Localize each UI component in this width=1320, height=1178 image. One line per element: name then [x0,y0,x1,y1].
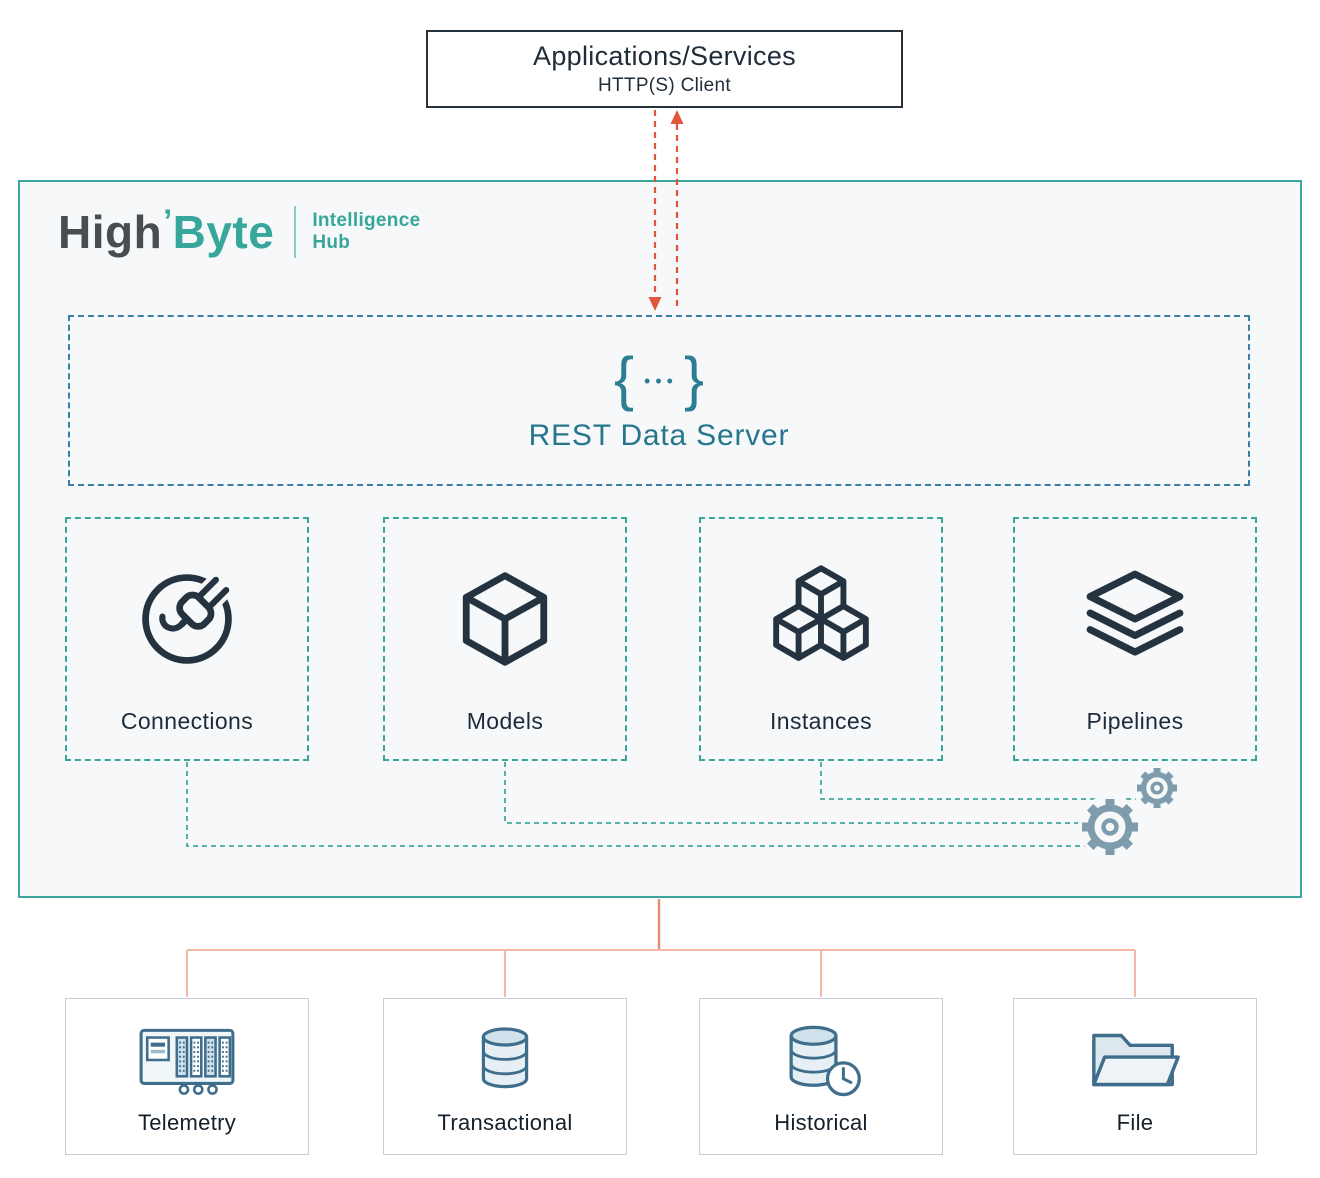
module-box-pipelines: Pipelines [1013,517,1257,761]
source-tree-lines [186,899,1136,997]
cube-icon [448,519,562,708]
client-box-subtitle: HTTP(S) Client [598,75,731,96]
logo-product-line2: Hub [312,232,351,253]
source-label-telemetry: Telemetry [137,1110,237,1135]
logo-product-name: Intelligence Hub [312,210,420,255]
module-box-connections: Connections [65,517,309,761]
brace-right: } [683,344,704,412]
rest-data-server-box: { ••• } REST Data Server [68,315,1250,486]
cubes-icon [762,519,880,708]
source-label-file: File [1116,1110,1154,1135]
highbyte-wordmark: High’Byte [58,205,275,258]
rest-server-label: REST Data Server [528,418,790,452]
database-icon [465,999,545,1110]
plug-icon [131,519,243,708]
logo-byte: Byte [172,206,275,258]
logo-divider [294,206,297,258]
source-box-file: File [1013,998,1257,1155]
database-clock-icon [774,999,868,1110]
client-applications-box: Applications/Services HTTP(S) Client [426,30,903,108]
source-label-historical: Historical [774,1110,868,1135]
module-label-connections: Connections [120,708,254,734]
logo-product-line1: Intelligence [312,209,421,231]
module-box-instances: Instances [699,517,943,761]
module-label-pipelines: Pipelines [1086,708,1184,734]
source-box-telemetry: Telemetry [65,998,309,1155]
source-box-transactional: Transactional [383,998,627,1155]
brace-dots: ••• [644,371,678,391]
layers-icon [1076,519,1194,708]
logo-high: High [58,206,163,258]
module-label-instances: Instances [769,708,873,734]
folder-icon [1086,999,1184,1110]
plc-rack-icon [136,999,238,1110]
highbyte-logo: High’Byte Intelligence Hub [58,205,420,258]
source-box-historical: Historical [699,998,943,1155]
module-box-models: Models [383,517,627,761]
logo-accent-mark: ’ [163,203,173,239]
rest-api-braces-icon: { ••• } [614,344,704,412]
source-label-transactional: Transactional [437,1110,573,1135]
module-label-models: Models [466,708,544,734]
brace-left: { [614,344,635,412]
client-box-title: Applications/Services [533,41,796,71]
